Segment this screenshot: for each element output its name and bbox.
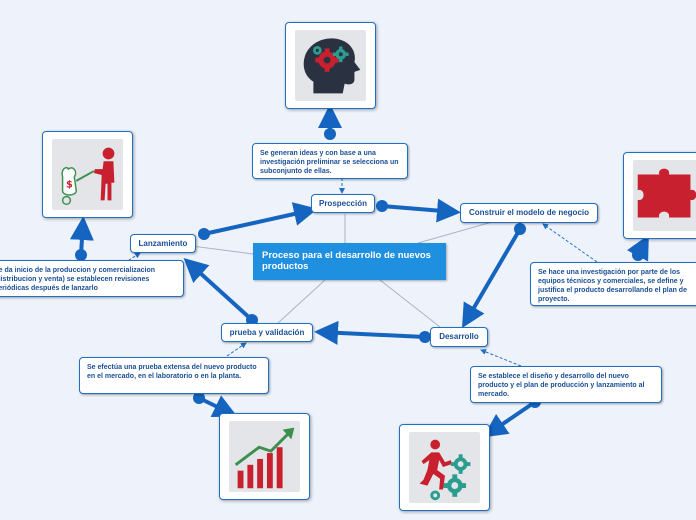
note-construir-modelo[interactable]: Se hace una investigación por parte de l… <box>530 262 696 306</box>
running-person-gears-icon <box>419 439 471 501</box>
note-desarrollo[interactable]: Se establece el diseño y desarrollo del … <box>470 366 662 403</box>
person-pushing-money-cart-icon: $ <box>61 147 115 206</box>
image-card-prospeccion[interactable] <box>285 22 376 109</box>
note-lanzamiento[interactable]: Se da inicio de la produccion y comercia… <box>0 260 184 297</box>
node-desarrollo[interactable]: Desarrollo <box>430 327 488 347</box>
image-card-lanzamiento[interactable]: $ <box>42 131 133 218</box>
node-prueba-validacion[interactable]: prueba y validación <box>221 323 313 342</box>
puzzle-piece-icon <box>637 168 696 218</box>
head-gears-icon <box>303 38 361 94</box>
node-construir-modelo[interactable]: Construir el modelo de negocio <box>460 203 598 223</box>
svg-text:$: $ <box>66 180 73 191</box>
growth-bar-chart-icon <box>234 427 295 489</box>
image-card-construir[interactable] <box>623 152 696 239</box>
note-prospeccion[interactable]: Se generan ideas y con base a una invest… <box>252 143 408 179</box>
node-lanzamiento[interactable]: Lanzamiento <box>130 234 196 253</box>
central-topic[interactable]: Proceso para el desarrollo de nuevos pro… <box>253 243 446 280</box>
image-card-desarrollo[interactable] <box>399 424 490 511</box>
image-card-prueba[interactable] <box>219 413 310 500</box>
node-prospeccion[interactable]: Prospección <box>311 194 375 213</box>
note-prueba[interactable]: Se efectúa una prueba extensa del nuevo … <box>79 357 269 394</box>
